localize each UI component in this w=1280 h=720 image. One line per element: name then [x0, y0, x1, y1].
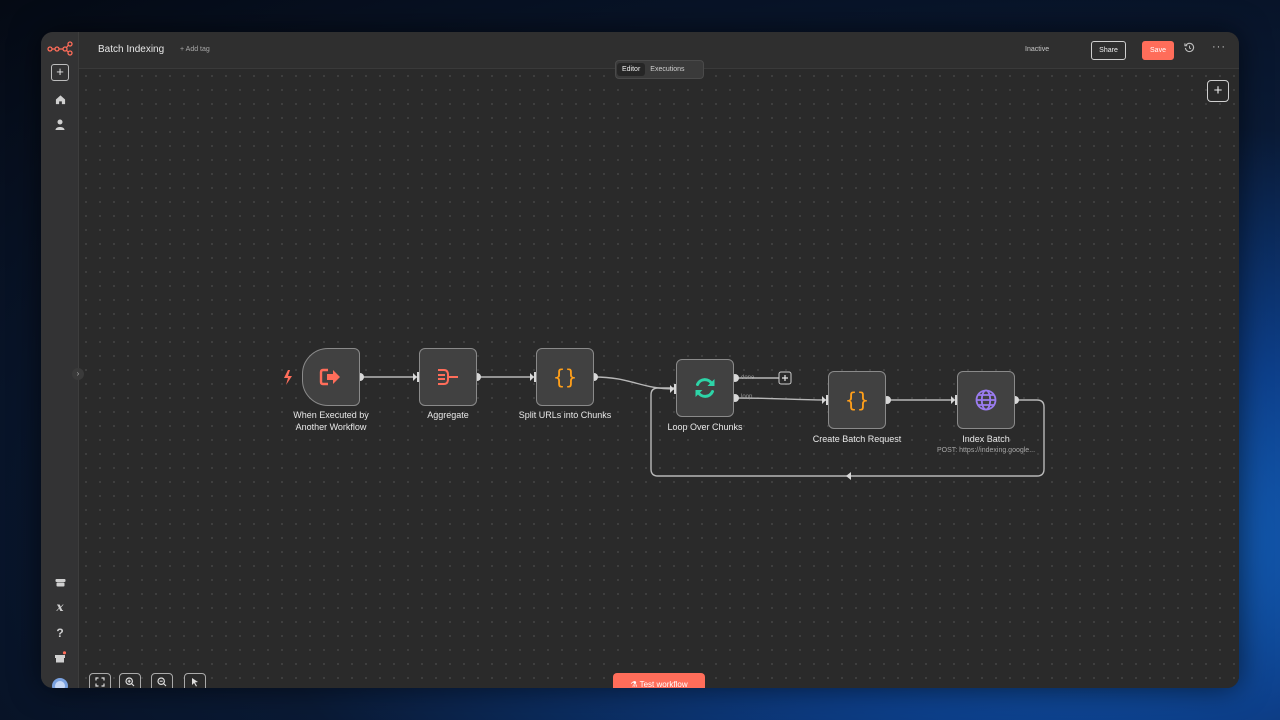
node-split[interactable]: {} [536, 348, 594, 406]
n8n-logo-icon[interactable] [47, 40, 73, 56]
add-node-button[interactable]: + [1207, 80, 1229, 102]
help-icon[interactable]: ? [56, 626, 64, 640]
workflow-canvas[interactable] [79, 69, 1239, 688]
more-options-icon[interactable]: ··· [1212, 41, 1226, 53]
gift-icon[interactable] [50, 647, 70, 667]
flask-icon: ⚗ [630, 680, 638, 688]
node-create-batch-label: Create Batch Request [812, 434, 902, 444]
node-create-batch[interactable]: {} [828, 371, 886, 429]
app-window: + x ? Batch Indexing + Add tag Inactive … [41, 32, 1239, 688]
globe-icon [975, 389, 997, 411]
node-split-label: Split URLs into Chunks [518, 410, 612, 420]
user-icon[interactable] [50, 114, 70, 134]
create-new-button[interactable]: + [51, 64, 69, 81]
fit-view-button[interactable] [89, 673, 111, 688]
test-workflow-button[interactable]: ⚗ Test workflow [613, 673, 705, 688]
share-button[interactable]: Share [1091, 41, 1126, 60]
node-trigger-label: When Executed by Another Workflow [261, 409, 401, 433]
port-label-loop: loop [741, 394, 753, 400]
port-label-done: done [741, 375, 755, 381]
avatar[interactable] [50, 674, 70, 688]
tidy-up-button[interactable] [184, 673, 206, 688]
add-tag-link[interactable]: + Add tag [180, 46, 210, 53]
view-tabs: Editor Executions [615, 60, 704, 79]
aggregate-icon [438, 369, 458, 385]
node-loop[interactable] [676, 359, 734, 417]
node-trigger-label-line1: When Executed by [293, 410, 369, 420]
code-braces-icon: {} [844, 388, 870, 412]
home-icon[interactable] [50, 89, 70, 109]
code-braces-icon: {} [552, 365, 578, 389]
node-index-batch-label: Index Batch [962, 434, 1010, 444]
left-sidebar: + x ? [41, 32, 79, 688]
node-index-batch[interactable] [957, 371, 1015, 429]
zoom-out-button[interactable] [151, 673, 173, 688]
node-aggregate[interactable] [419, 348, 477, 406]
status-label: Inactive [1025, 46, 1050, 53]
node-trigger[interactable] [302, 348, 360, 406]
sign-in-icon [319, 368, 340, 386]
sidebar-expand-icon[interactable]: › [72, 368, 84, 380]
workflow-title[interactable]: Batch Indexing [98, 44, 165, 55]
tab-editor[interactable]: Editor [617, 63, 646, 76]
node-index-batch-sublabel: POST: https://indexing.google... [936, 447, 1036, 454]
tab-executions[interactable]: Executions [650, 66, 685, 73]
variables-icon[interactable]: x [56, 600, 64, 614]
node-aggregate-label: Aggregate [427, 410, 469, 420]
save-button[interactable]: Save [1142, 41, 1174, 60]
test-workflow-label: Test workflow [639, 680, 688, 688]
node-trigger-label-line2: Another Workflow [295, 422, 367, 432]
templates-icon[interactable] [50, 572, 70, 592]
history-icon[interactable] [1184, 42, 1195, 56]
sync-icon [695, 378, 715, 398]
node-loop-label: Loop Over Chunks [667, 422, 743, 432]
zoom-in-button[interactable] [119, 673, 141, 688]
